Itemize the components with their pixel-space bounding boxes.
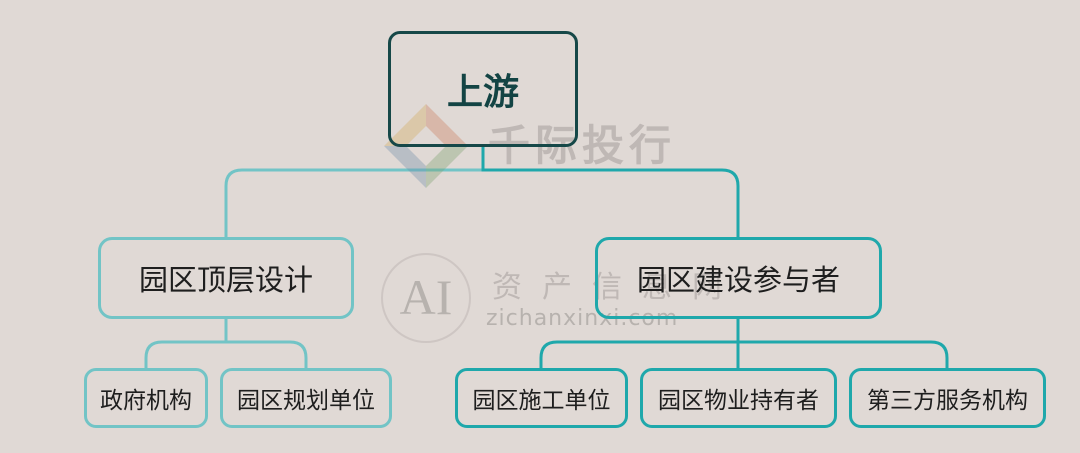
connector-root-to-left [224,147,485,237]
connector-root-to-right [481,147,740,237]
leaf-property-holder: 园区物业持有者 [640,368,837,428]
leaf-construction-unit: 园区施工单位 [455,368,628,428]
node-construction-participants: 园区建设参与者 [595,237,882,319]
connector-right-to-leaves [539,319,949,368]
connector-left-to-leaves [144,319,308,368]
node-top-level-design: 园区顶层设计 [98,237,354,319]
leaf-planning-unit: 园区规划单位 [220,368,392,428]
node-root: 上游 [388,31,578,147]
leaf-third-party-services: 第三方服务机构 [849,368,1046,428]
leaf-government: 政府机构 [84,368,208,428]
